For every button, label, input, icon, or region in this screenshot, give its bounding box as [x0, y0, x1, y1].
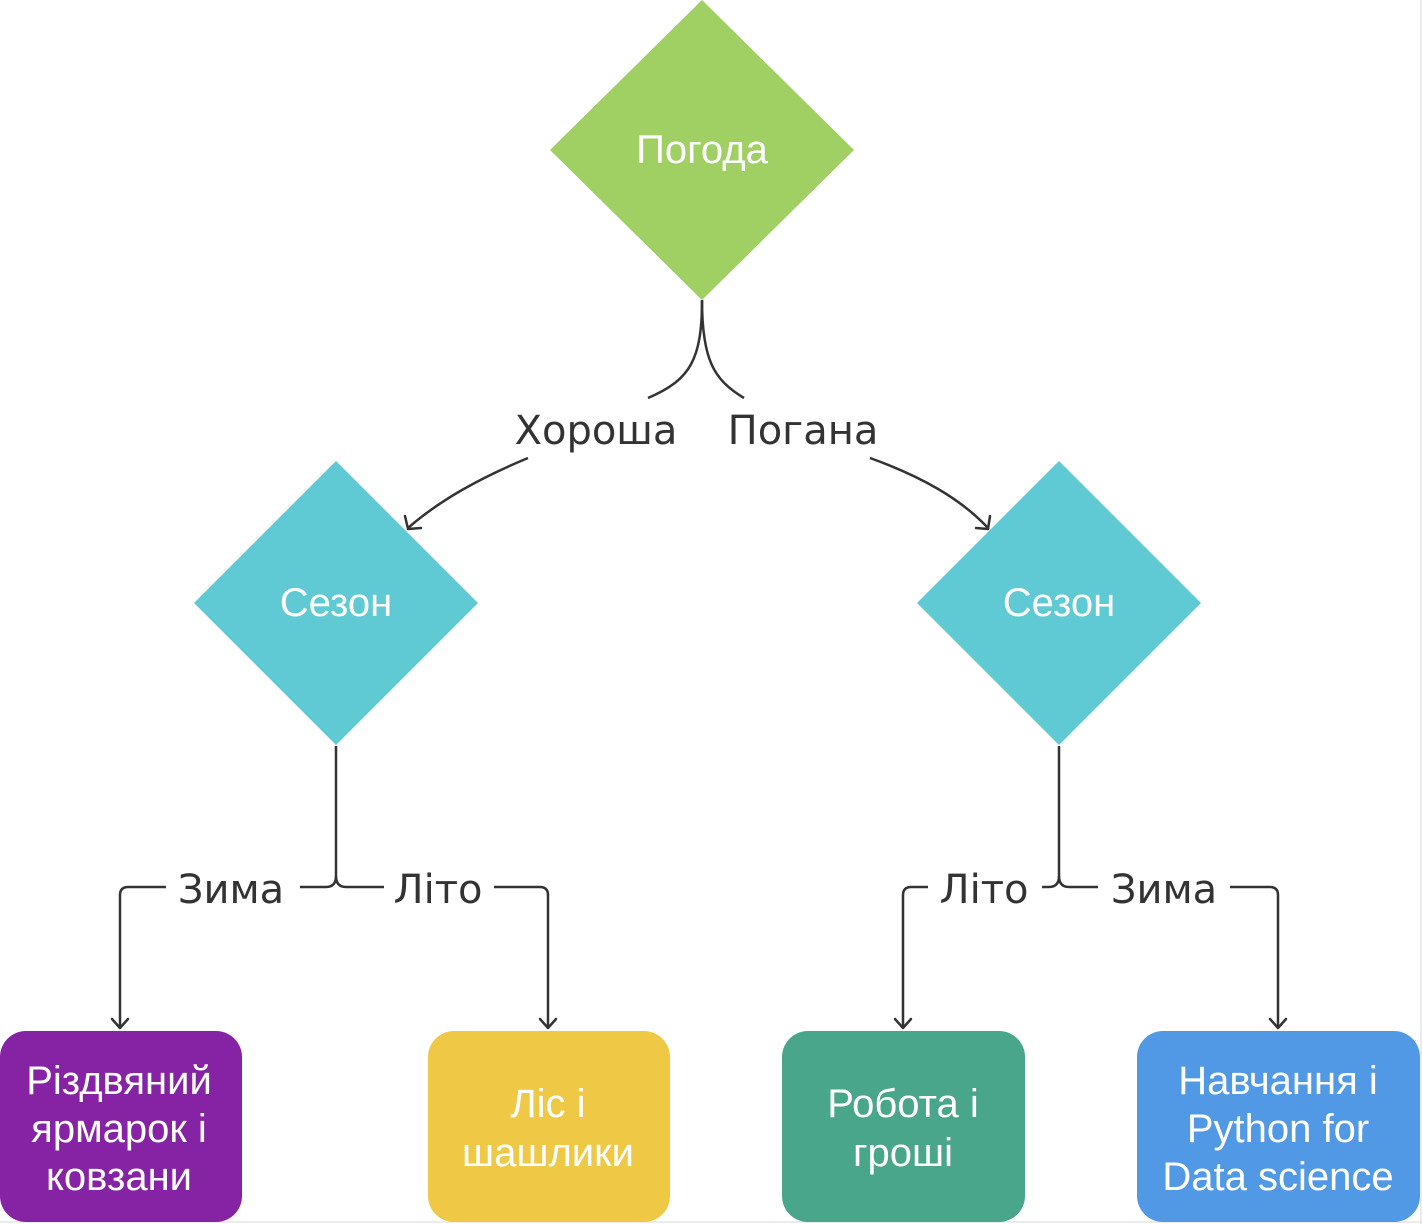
- node-label: Сезон: [280, 581, 392, 625]
- leaf-box: [428, 1031, 670, 1222]
- leaf-label-line-1: Різдвяний: [26, 1059, 212, 1103]
- decision-node-weather[interactable]: Погода: [550, 0, 854, 300]
- edge-label-right-winter: Зима: [1111, 867, 1217, 913]
- leaf-label-line-3: ковзани: [46, 1155, 192, 1199]
- diamond-shape: [917, 461, 1201, 745]
- node-label: Сезон: [1003, 581, 1115, 625]
- leaf-label-line-1: Робота і: [827, 1082, 979, 1126]
- diamond-shape: [194, 461, 478, 745]
- edge-bad[interactable]: [700, 299, 992, 531]
- edge-label-good: Хороша: [515, 408, 678, 454]
- edge-label-left-summer: Літо: [394, 867, 483, 913]
- leaf-box: [1137, 1031, 1420, 1222]
- leaf-box: [0, 1031, 242, 1222]
- diamond-shape: [550, 0, 854, 300]
- edge-label-right-summer: Літо: [940, 867, 1029, 913]
- leaf-label-line-2: ярмарок і: [31, 1107, 207, 1151]
- edge-right-winter[interactable]: [1057, 875, 1288, 1030]
- leaf-node-forest-bbq[interactable]: Ліс і шашлики: [428, 1031, 670, 1222]
- decision-node-season-right[interactable]: Сезон: [917, 461, 1201, 745]
- leaf-node-christmas-market[interactable]: Різдвяний ярмарок і ковзани: [0, 1031, 242, 1222]
- leaf-label-line-2: Python for: [1187, 1107, 1369, 1151]
- leaf-label-line-3: Data science: [1162, 1155, 1393, 1199]
- decision-node-season-left[interactable]: Сезон: [194, 461, 478, 745]
- leaf-node-learning-python[interactable]: Навчання і Python for Data science: [1137, 1031, 1420, 1222]
- node-label: Погода: [636, 128, 768, 172]
- edge-label-left-winter: Зима: [178, 867, 284, 913]
- leaf-label-line-1: Ліс і: [510, 1082, 585, 1126]
- edge-left-summer[interactable]: [334, 875, 558, 1030]
- leaf-box: [782, 1031, 1025, 1222]
- leaf-label-line-2: шашлики: [462, 1131, 634, 1175]
- leaf-node-work-money[interactable]: Робота і гроші: [782, 1031, 1025, 1222]
- leaf-label-line-2: гроші: [853, 1131, 953, 1175]
- leaf-label-line-1: Навчання і: [1178, 1059, 1378, 1103]
- edge-label-bad: Погана: [728, 408, 879, 454]
